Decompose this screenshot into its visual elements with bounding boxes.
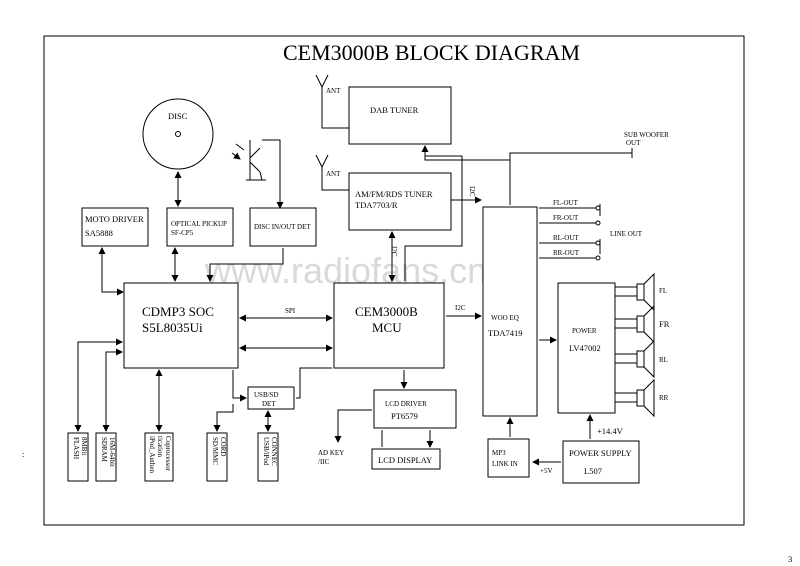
ant1-label: ANT [326, 87, 341, 95]
ad-key-block: AD KEY /IIC [318, 449, 344, 466]
page-title: CEM3000B BLOCK DIAGRAM [283, 40, 580, 65]
soc-label: CDMP3 SOC [142, 304, 214, 319]
sd-mmc-block: SD/MMC CORD [206, 432, 228, 482]
i2c-tuner-label: I2C [468, 186, 476, 197]
ad-key-sub: /IIC [318, 458, 330, 466]
ipod-auth-l3: Coprocessor [164, 436, 172, 472]
sd-mmc-sub: CORD [219, 437, 227, 456]
usb-sd-det-label: USB/SD [254, 391, 279, 399]
ipod-auth-l1: iPod_Authen [148, 436, 156, 473]
mp3-link-block: MP3 LINK IN [487, 438, 530, 478]
am-fm-tuner-block: AM/FM/RDS TUNER TDA7703/R [348, 172, 452, 231]
antenna-icon: ANT [315, 154, 349, 191]
speaker-icon: RR [636, 378, 669, 418]
disc-block: DISC [142, 98, 214, 170]
spk-rl-label: RL [659, 356, 668, 364]
dab-tuner-block: DAB TUNER [348, 86, 452, 145]
ipod-auth-block: iPod_Authen tication Coprocessor [144, 432, 174, 482]
flash-block: FLASH 8MBit [67, 432, 89, 482]
page-frame [43, 35, 745, 526]
dab-tuner-label: DAB TUNER [370, 105, 419, 115]
spi-label: SPI [285, 307, 296, 315]
ipod-auth-l2: tication [156, 436, 164, 457]
sdram-size: 16M-64bit [108, 437, 116, 467]
spk-fr-label: FR [659, 319, 670, 329]
power-amp-label: POWER [572, 327, 597, 335]
usb-sd-det-sub: DET [262, 400, 276, 408]
rr-out-label: RR-OUT [553, 249, 580, 257]
flash-label: FLASH [72, 437, 80, 459]
am-fm-tuner-label: AM/FM/RDS TUNER [355, 189, 433, 199]
ant2-label: ANT [326, 170, 341, 178]
disc-det-block: DISC IN/OUT DET [249, 207, 317, 247]
optical-pickup-block: OPTICAL PICKUP SF-CP5 [166, 207, 234, 247]
cdmp3-soc-block: CDMP3 SOC S5L8035Ui [123, 282, 239, 369]
audio-processor-chip: TDA7419 [488, 328, 522, 338]
v14-label: +14.4V [597, 426, 624, 436]
sdram-block: SDRAM 16M-64bit [95, 432, 117, 482]
mcu-label: CEM3000B [355, 304, 418, 319]
line-out-label: LINE OUT [610, 230, 643, 238]
optical-pickup-chip: SF-CP5 [171, 229, 194, 237]
sd-mmc-label: SD/MMC [211, 437, 219, 465]
disc-det-label: DISC IN/OUT DET [254, 223, 311, 231]
mcu-sub: MCU [372, 320, 402, 335]
optical-pickup-label: OPTICAL PICKUP [171, 220, 227, 228]
audio-processor-label: WOO EQ [491, 314, 519, 322]
disc-label: DISC [168, 111, 188, 121]
power-supply-block: POWER SUPPLY L507 [562, 440, 640, 484]
flash-size: 8MBit [80, 437, 88, 455]
power-supply-chip: L507 [584, 466, 602, 476]
fr-out-label: FR-OUT [553, 214, 579, 222]
mcu-block: CEM3000B MCU [333, 282, 445, 369]
spk-rr-label: RR [659, 394, 669, 402]
moto-driver-block: MOTO DRIVER SA5888 [81, 207, 149, 247]
lcd-driver-chip: PT6579 [391, 411, 418, 421]
mp3-link-sub: LINK IN [492, 460, 518, 468]
stray-mark: : [22, 449, 24, 459]
moto-driver-label: MOTO DRIVER [85, 214, 144, 224]
v5-label: +5V [540, 467, 553, 475]
sub-woofer-sub: OUT [626, 139, 641, 147]
lcd-display-label: LCD DISPLAY [378, 455, 432, 465]
photo-sensor-icon [231, 139, 284, 209]
rl-out-label: RL-OUT [553, 234, 579, 242]
i2c-mcu-label: I2C [455, 304, 466, 312]
usb-ipod-sub: CONNEC [270, 437, 278, 466]
usb-ipod-label: USB/iPod [262, 437, 270, 466]
sdram-label: SDRAM [100, 437, 108, 463]
i2c-vertical-label: I2C [390, 246, 398, 257]
audio-processor-block: WOO EQ TDA7419 [482, 206, 538, 417]
mp3-link-label: MP3 [492, 449, 506, 457]
fl-out-label: FL-OUT [553, 199, 579, 207]
spk-fl-label: FL [659, 287, 667, 295]
antenna-icon: ANT [315, 74, 349, 129]
usb-ipod-block: USB/iPod CONNEC [257, 432, 279, 482]
speaker-icon: FL [636, 272, 667, 312]
lcd-driver-block: LCD DRIVER PT6579 [373, 389, 457, 429]
speaker-icon: FR [636, 304, 670, 344]
power-amp-block: POWER LV47002 [557, 282, 616, 414]
connections: SPI I2C I2C I2C [74, 131, 669, 475]
page-number: 3 [788, 554, 792, 564]
sub-woofer-label: SUB WOOFER [624, 131, 669, 139]
lcd-driver-label: LCD DRIVER [385, 400, 427, 408]
power-amp-chip: LV47002 [569, 343, 601, 353]
power-supply-label: POWER SUPPLY [569, 448, 632, 458]
ad-key-label: AD KEY [318, 449, 344, 457]
speaker-icon: RL [636, 339, 668, 379]
usb-sd-det-block: USB/SD DET [247, 386, 295, 410]
lcd-display-block: LCD DISPLAY [371, 448, 441, 470]
soc-chip: S5L8035Ui [142, 320, 203, 335]
am-fm-tuner-chip: TDA7703/R [355, 200, 398, 210]
moto-driver-chip: SA5888 [85, 228, 113, 238]
